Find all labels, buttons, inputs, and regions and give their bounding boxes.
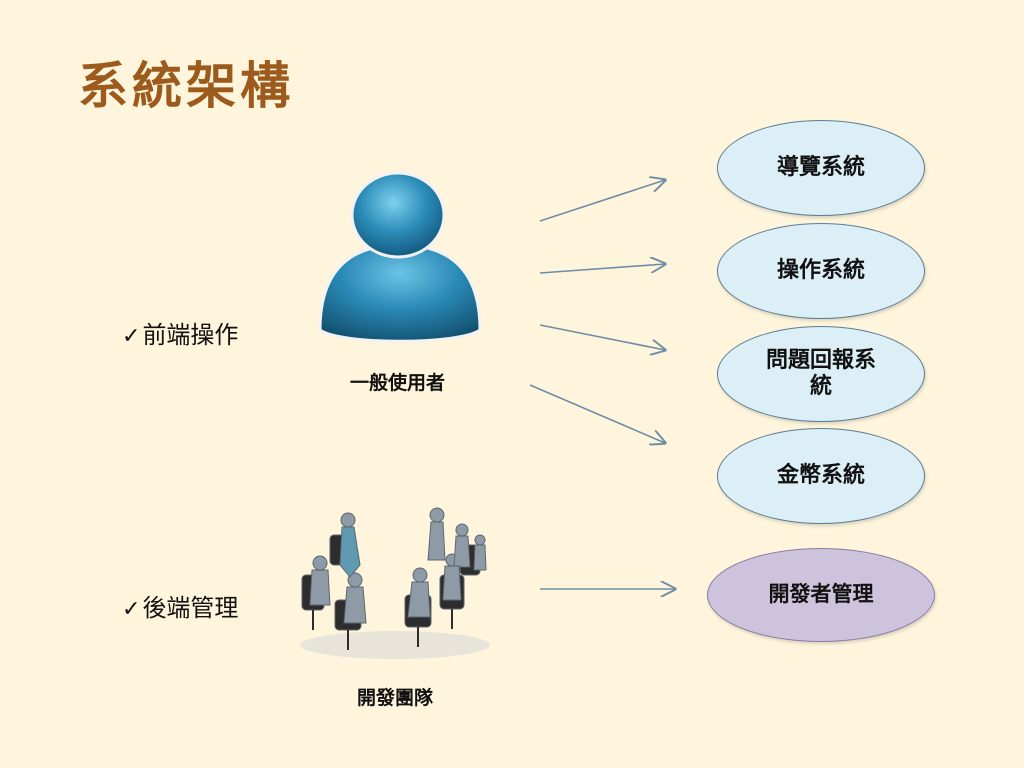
- system-label-admin: 開發者管理: [768, 582, 874, 607]
- system-oval-report[interactable]: 問題回報系統: [717, 326, 925, 422]
- system-oval-guide[interactable]: 導覽系統: [717, 120, 925, 216]
- system-oval-admin[interactable]: 開發者管理: [707, 548, 935, 642]
- bullet-frontend: ✓前端操作: [122, 315, 238, 350]
- team-icon: [300, 507, 490, 659]
- system-label-operation: 操作系統: [776, 257, 865, 283]
- user-icon: [318, 171, 482, 343]
- team-caption: 開發團隊: [356, 687, 433, 709]
- checkmark-icon: ✓: [122, 597, 141, 622]
- user-caption: 一般使用者: [349, 372, 445, 394]
- system-label-report: 問題回報系統: [765, 347, 876, 399]
- arrow-icon: [529, 384, 665, 443]
- system-oval-coins[interactable]: 金幣系統: [717, 428, 925, 524]
- checkmark-icon: ✓: [122, 324, 141, 349]
- arrow-icon: [539, 324, 665, 350]
- bullet-backend: ✓後端管理: [122, 588, 238, 623]
- system-label-coins: 金幣系統: [776, 462, 865, 488]
- slide-title: 系統架構: [78, 57, 294, 115]
- arrow-icon: [539, 264, 665, 274]
- system-label-guide: 導覽系統: [776, 154, 865, 180]
- bullet-frontend-label: 前端操作: [142, 321, 239, 349]
- bullet-backend-label: 後端管理: [142, 594, 239, 622]
- arrow-icon: [539, 180, 665, 222]
- system-oval-operation[interactable]: 操作系統: [717, 223, 925, 319]
